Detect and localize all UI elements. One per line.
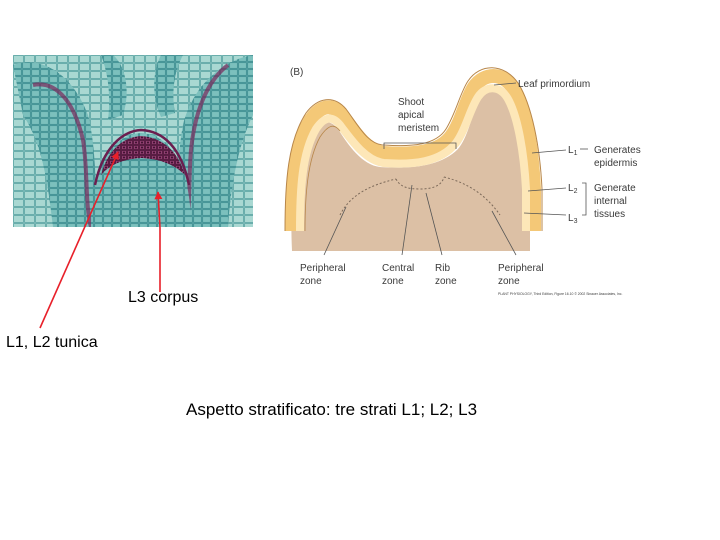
generate-internal-3: tissues xyxy=(594,209,625,220)
l1-label: L1 xyxy=(568,145,578,157)
generate-internal-2: internal xyxy=(594,196,627,207)
generate-internal-1: Generate xyxy=(594,183,636,194)
meristem-diagram: (B) Leaf primordium Shoot apical meriste… xyxy=(280,55,670,305)
l3-label: L3 xyxy=(568,213,578,225)
shoot-apex-micrograph xyxy=(13,55,253,227)
central-zone-2: zone xyxy=(382,276,404,287)
peripheral-zone-right-1: Peripheral xyxy=(498,263,544,274)
l2-label: L2 xyxy=(568,183,578,195)
l3-corpus-label: L3 corpus xyxy=(128,289,198,307)
leaf-primordium-label: Leaf primordium xyxy=(518,79,590,90)
generates-epidermis-1: Generates xyxy=(594,145,641,156)
peripheral-zone-left-1: Peripheral xyxy=(300,263,346,274)
panel-letter: (B) xyxy=(290,67,303,78)
central-zone-1: Central xyxy=(382,263,414,274)
sam-label-3: meristem xyxy=(398,123,439,134)
caption: Aspetto stratificato: tre strati L1; L2;… xyxy=(186,400,477,420)
rib-zone-1: Rib xyxy=(435,263,450,274)
peripheral-zone-right-2: zone xyxy=(498,276,520,287)
sam-label-1: Shoot xyxy=(398,97,424,108)
peripheral-zone-left-2: zone xyxy=(300,276,322,287)
generates-epidermis-2: epidermis xyxy=(594,158,637,169)
rib-zone-2: zone xyxy=(435,276,457,287)
figure-credit: PLANT PHYSIOLOGY, Third Edition, Figure … xyxy=(498,292,622,296)
l1-l2-tunica-label: L1, L2 tunica xyxy=(6,334,98,352)
sam-label-2: apical xyxy=(398,110,424,121)
